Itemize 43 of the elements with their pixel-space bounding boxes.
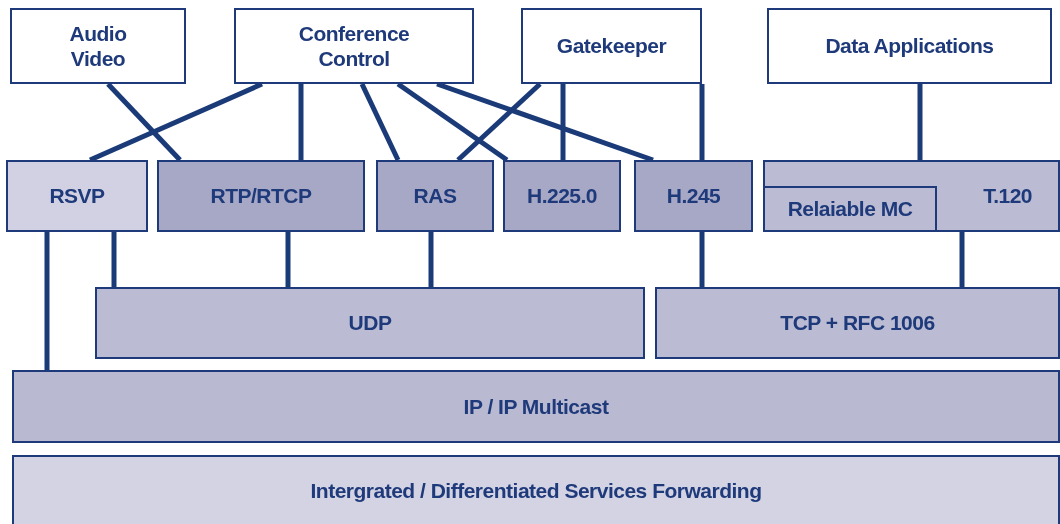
connector-line <box>285 232 291 287</box>
node-label: H.225.0 <box>526 183 598 209</box>
connector-line <box>298 84 304 160</box>
node-label: Audio Video <box>68 20 128 72</box>
node-label: T.120 <box>983 183 1032 209</box>
protocol-box <box>763 186 937 232</box>
node-label: RAS <box>413 183 457 209</box>
connector-line <box>428 232 434 287</box>
protocol-box <box>6 160 148 232</box>
connector-line <box>699 84 705 160</box>
process-box <box>10 8 186 84</box>
node-label: Data Applications <box>825 33 994 59</box>
node-label: Relaiable MC <box>787 196 913 222</box>
connector-line <box>959 232 965 287</box>
node-label: IP / IP Multicast <box>463 393 609 420</box>
node-label: UDP <box>348 310 392 336</box>
protocol-box <box>376 160 494 232</box>
node-label: H.245 <box>666 183 721 209</box>
connector-line <box>456 82 542 162</box>
node-label: RTP/RTCP <box>210 183 312 209</box>
layer-bar <box>95 287 645 359</box>
node-label: TCP + RFC 1006 <box>780 310 935 336</box>
connector-line <box>699 232 705 287</box>
process-box <box>767 8 1052 84</box>
process-box <box>521 8 702 84</box>
protocol-box <box>763 160 1060 232</box>
node-label: Conference Control <box>297 20 411 72</box>
process-box <box>234 8 474 84</box>
protocol-box <box>503 160 621 232</box>
node-label: RSVP <box>49 183 105 209</box>
connector-line <box>106 82 182 162</box>
protocol-box <box>634 160 753 232</box>
connector-line <box>111 232 117 287</box>
node-label: Gatekeeper <box>556 33 667 59</box>
layer-bar <box>12 455 1060 524</box>
protocol-box <box>157 160 365 232</box>
connector-line <box>560 84 566 160</box>
layer-bar <box>655 287 1060 359</box>
connector-line <box>359 82 401 162</box>
node-label: Intergrated / Differentiated Services Forwarding <box>310 477 762 504</box>
connector-line <box>917 84 923 160</box>
layer-bar <box>12 370 1060 443</box>
connector-line <box>44 232 50 370</box>
